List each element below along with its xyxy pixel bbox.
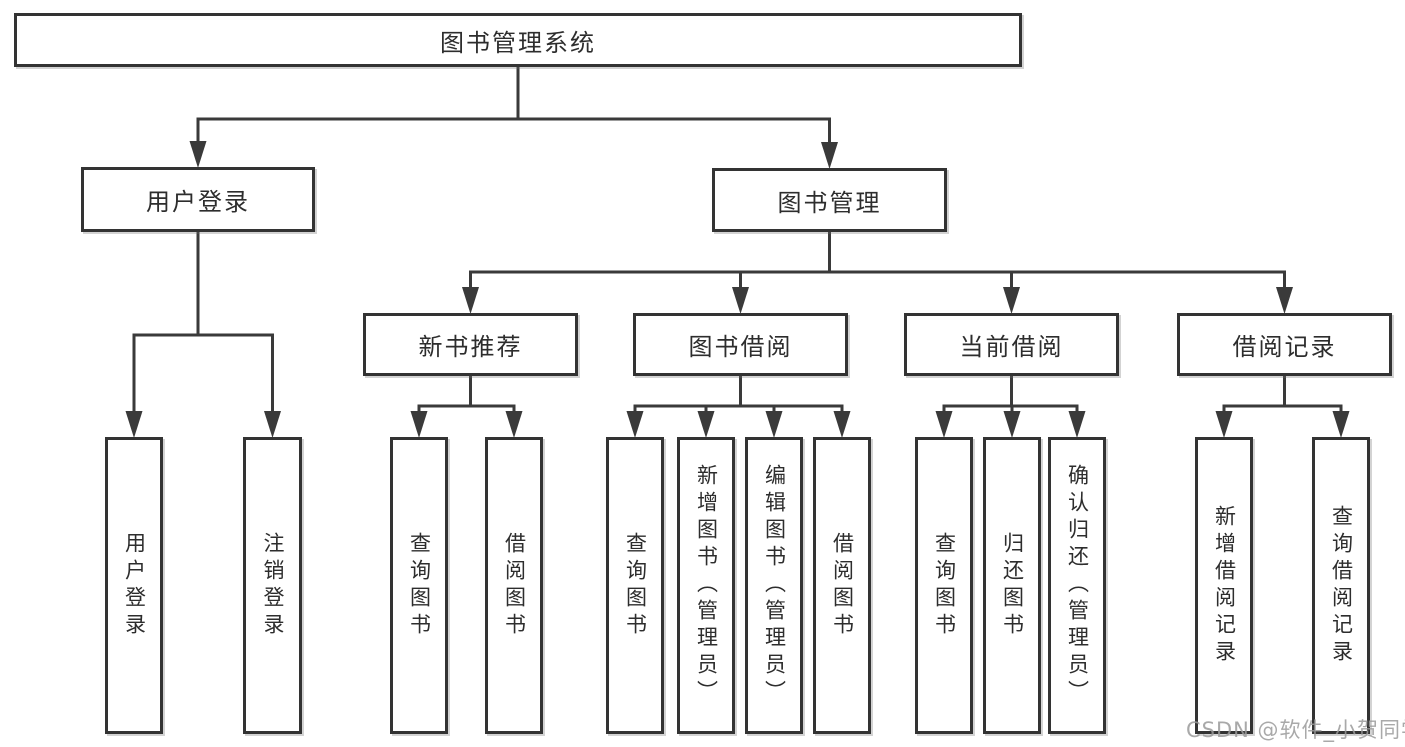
- node-leaf-br-add: 新增借阅记录: [1195, 437, 1253, 734]
- node-leaf-bb-add: 新增图书（管理员）: [677, 437, 735, 734]
- node-leaf-cb-confirm: 确认归还（管理员）: [1048, 437, 1106, 734]
- node-leaf-nb-borrow: 借阅图书: [485, 437, 543, 734]
- node-leaf-nb-query: 查询图书: [390, 437, 448, 734]
- node-book-borrow: 图书借阅: [633, 313, 848, 376]
- node-leaf-user-login: 用户登录: [105, 437, 163, 734]
- arrowhead-icon: [732, 287, 749, 314]
- arrowhead-icon: [505, 411, 523, 438]
- node-label-book-management: 图书管理: [777, 188, 882, 217]
- arrowhead-icon: [1003, 411, 1021, 438]
- arrowhead-icon: [410, 411, 428, 438]
- node-leaf-br-query: 查询借阅记录: [1312, 437, 1370, 734]
- arrowhead-icon: [1215, 411, 1233, 438]
- connector-from-current-borrow: [935, 375, 1086, 438]
- node-label-leaf-cb-query: 查询图书: [932, 531, 957, 640]
- node-label-leaf-nb-query: 查询图书: [407, 531, 432, 640]
- arrowhead-icon: [1068, 411, 1086, 438]
- node-label-leaf-cb-return: 归还图书: [1000, 531, 1025, 640]
- node-label-leaf-cb-confirm: 确认归还（管理员）: [1065, 464, 1090, 707]
- node-leaf-cb-query: 查询图书: [915, 437, 973, 734]
- node-leaf-logout: 注销登录: [243, 437, 302, 734]
- node-new-book-recommend: 新书推荐: [363, 313, 578, 376]
- watermark-text: CSDN @软件_小贺同学: [1186, 718, 1405, 742]
- arrowhead-icon: [1276, 287, 1293, 314]
- arrowhead-icon: [821, 142, 838, 169]
- node-label-user-login: 用户登录: [146, 188, 250, 216]
- connector-from-root: [189, 66, 838, 169]
- node-current-borrow: 当前借阅: [904, 313, 1119, 376]
- arrowhead-icon: [462, 287, 479, 314]
- node-label-leaf-nb-borrow: 借阅图书: [502, 531, 527, 640]
- arrowhead-icon: [1003, 287, 1020, 314]
- arrowhead-icon: [1332, 411, 1350, 438]
- node-label-leaf-bb-edit: 编辑图书（管理员）: [762, 464, 787, 707]
- arrowhead-icon: [125, 411, 143, 438]
- node-leaf-bb-borrow: 借阅图书: [813, 437, 871, 734]
- arrowhead-icon: [697, 411, 715, 438]
- node-label-leaf-br-add: 新增借阅记录: [1212, 504, 1237, 667]
- node-leaf-cb-return: 归还图书: [983, 437, 1041, 734]
- node-label-root: 图书管理系统: [440, 28, 596, 57]
- node-leaf-bb-edit: 编辑图书（管理员）: [745, 437, 803, 734]
- arrowhead-icon: [189, 141, 207, 168]
- arrowhead-icon: [626, 411, 644, 438]
- node-borrow-records: 借阅记录: [1177, 313, 1392, 376]
- node-label-leaf-bb-borrow: 借阅图书: [830, 531, 855, 640]
- node-label-leaf-logout: 注销登录: [261, 531, 286, 640]
- connector-from-user-login: [125, 231, 281, 438]
- node-label-new-book-recommend: 新书推荐: [418, 333, 523, 361]
- node-label-leaf-bb-query: 查询图书: [623, 531, 648, 640]
- connector-from-new-book-recommend: [410, 375, 523, 438]
- connector-from-book-management: [462, 231, 1293, 314]
- connector-from-borrow-records: [1215, 375, 1350, 438]
- node-leaf-bb-query: 查询图书: [606, 437, 664, 734]
- node-user-login: 用户登录: [81, 167, 315, 232]
- connector-from-book-borrow: [626, 375, 851, 438]
- node-label-leaf-br-query: 查询借阅记录: [1329, 504, 1354, 667]
- arrowhead-icon: [833, 411, 851, 438]
- arrowhead-icon: [765, 411, 783, 438]
- node-label-leaf-bb-add: 新增图书（管理员）: [694, 464, 719, 707]
- node-label-book-borrow: 图书借阅: [688, 333, 793, 361]
- node-label-current-borrow: 当前借阅: [959, 333, 1064, 361]
- node-label-leaf-user-login: 用户登录: [122, 531, 147, 640]
- arrowhead-icon: [935, 411, 953, 438]
- node-label-borrow-records: 借阅记录: [1232, 333, 1337, 361]
- node-root: 图书管理系统: [14, 13, 1022, 67]
- arrowhead-icon: [264, 411, 281, 438]
- node-book-management: 图书管理: [712, 168, 947, 232]
